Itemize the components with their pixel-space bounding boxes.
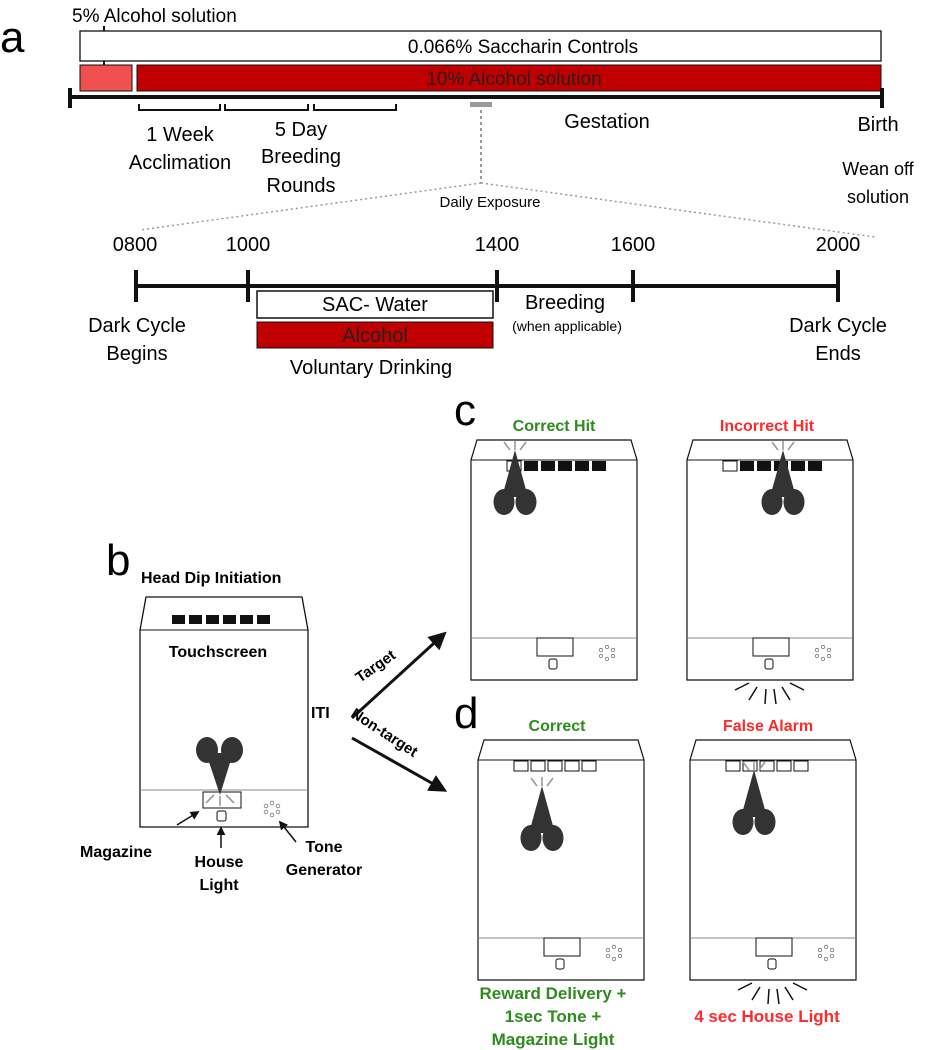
chamber-b: Touchscreen (139, 596, 309, 828)
sac-water-bar (256, 290, 494, 319)
daily-exposure-label: Daily Exposure (440, 194, 541, 211)
house-light-line1: House (195, 854, 244, 871)
time-1000: 1000 (226, 234, 271, 256)
wean-line1: Wean off (842, 159, 914, 179)
reward-line1: Reward Delivery + (480, 984, 627, 1003)
panel-c-letter: c (454, 386, 476, 435)
daily-marker (470, 102, 492, 107)
time-1400: 1400 (475, 234, 520, 256)
breeding-bracket-1 (224, 104, 309, 111)
breeding-rounds-line3: Rounds (267, 175, 336, 197)
alcohol-bar (256, 321, 494, 349)
dark-begins-line1: Dark Cycle (88, 315, 186, 337)
chamber-false-alarm (689, 739, 857, 1005)
panel-d-letter: d (454, 689, 478, 738)
breeding-label: Breeding (525, 292, 605, 314)
alcohol-label: Alcohol (342, 325, 408, 347)
saccharin-bar (79, 30, 882, 62)
mouse-b (196, 737, 243, 806)
reward-line2: 1sec Tone + (505, 1007, 602, 1026)
tone-generator (263, 800, 281, 818)
chamber-correct-hit (470, 439, 638, 681)
reward-line3: Magazine Light (492, 1030, 615, 1049)
time-0800: 0800 (113, 234, 158, 256)
tone-generator-line1: Tone (305, 839, 342, 856)
panel-d: d Correct False Alarm Reward Delivery + … (454, 689, 857, 1049)
touchscreen-label: Touchscreen (169, 644, 267, 661)
five-pct-bar (79, 64, 133, 92)
non-target-label: Non-target (348, 705, 421, 761)
chamber-incorrect-hit (686, 439, 854, 705)
tone-generator-line2: Generator (286, 862, 362, 879)
dark-ends-line1: Dark Cycle (789, 315, 887, 337)
five-pct-label: 5% Alcohol solution (72, 6, 237, 27)
panel-c: c Correct Hit Incorrect Hit (454, 386, 854, 705)
chamber-correct (477, 739, 645, 981)
acclimation-bracket (138, 104, 221, 111)
panel-b-letter: b (106, 536, 130, 585)
breeding-bracket-2 (313, 104, 397, 111)
dark-begins-line2: Begins (106, 343, 167, 365)
magazine-label: Magazine (80, 844, 152, 861)
house-light-4s-label: 4 sec House Light (694, 1007, 840, 1026)
acclimation-line1: 1 Week (146, 124, 214, 146)
house-light-line2: Light (199, 877, 239, 894)
acclimation-line2: Acclimation (129, 152, 231, 174)
target-arrow (350, 631, 447, 720)
dark-ends-line2: Ends (815, 343, 861, 365)
correct-hit-title: Correct Hit (513, 418, 596, 435)
panel-b: b Head Dip Initiation Touchscreen (80, 536, 448, 894)
iti-label: ITI (311, 705, 330, 722)
panel-a: a 5% Alcohol solution 0.066% Saccharin C… (0, 6, 915, 379)
ten-pct-label: 10% Alcohol solution (426, 69, 601, 90)
time-2000: 2000 (816, 234, 861, 256)
breeding-rounds-line1: 5 Day (275, 119, 327, 141)
birth-label: Birth (857, 114, 898, 136)
when-applicable-label: (when applicable) (512, 318, 622, 334)
ten-pct-bar (136, 64, 882, 92)
voluntary-label: Voluntary Drinking (290, 357, 452, 379)
non-target-arrow (351, 736, 448, 792)
correct-title: Correct (529, 718, 587, 735)
incorrect-hit-title: Incorrect Hit (720, 418, 815, 435)
breeding-rounds-line2: Breeding (261, 146, 341, 168)
house-light (216, 810, 227, 822)
saccharin-label: 0.066% Saccharin Controls (408, 37, 638, 58)
head-dip-label: Head Dip Initiation (141, 570, 281, 587)
wean-line2: solution (847, 187, 909, 207)
time-1600: 1600 (611, 234, 656, 256)
gestation-label: Gestation (564, 111, 650, 133)
panel-a-letter: a (0, 13, 25, 62)
false-alarm-title: False Alarm (723, 718, 813, 735)
sac-water-label: SAC- Water (322, 294, 428, 316)
